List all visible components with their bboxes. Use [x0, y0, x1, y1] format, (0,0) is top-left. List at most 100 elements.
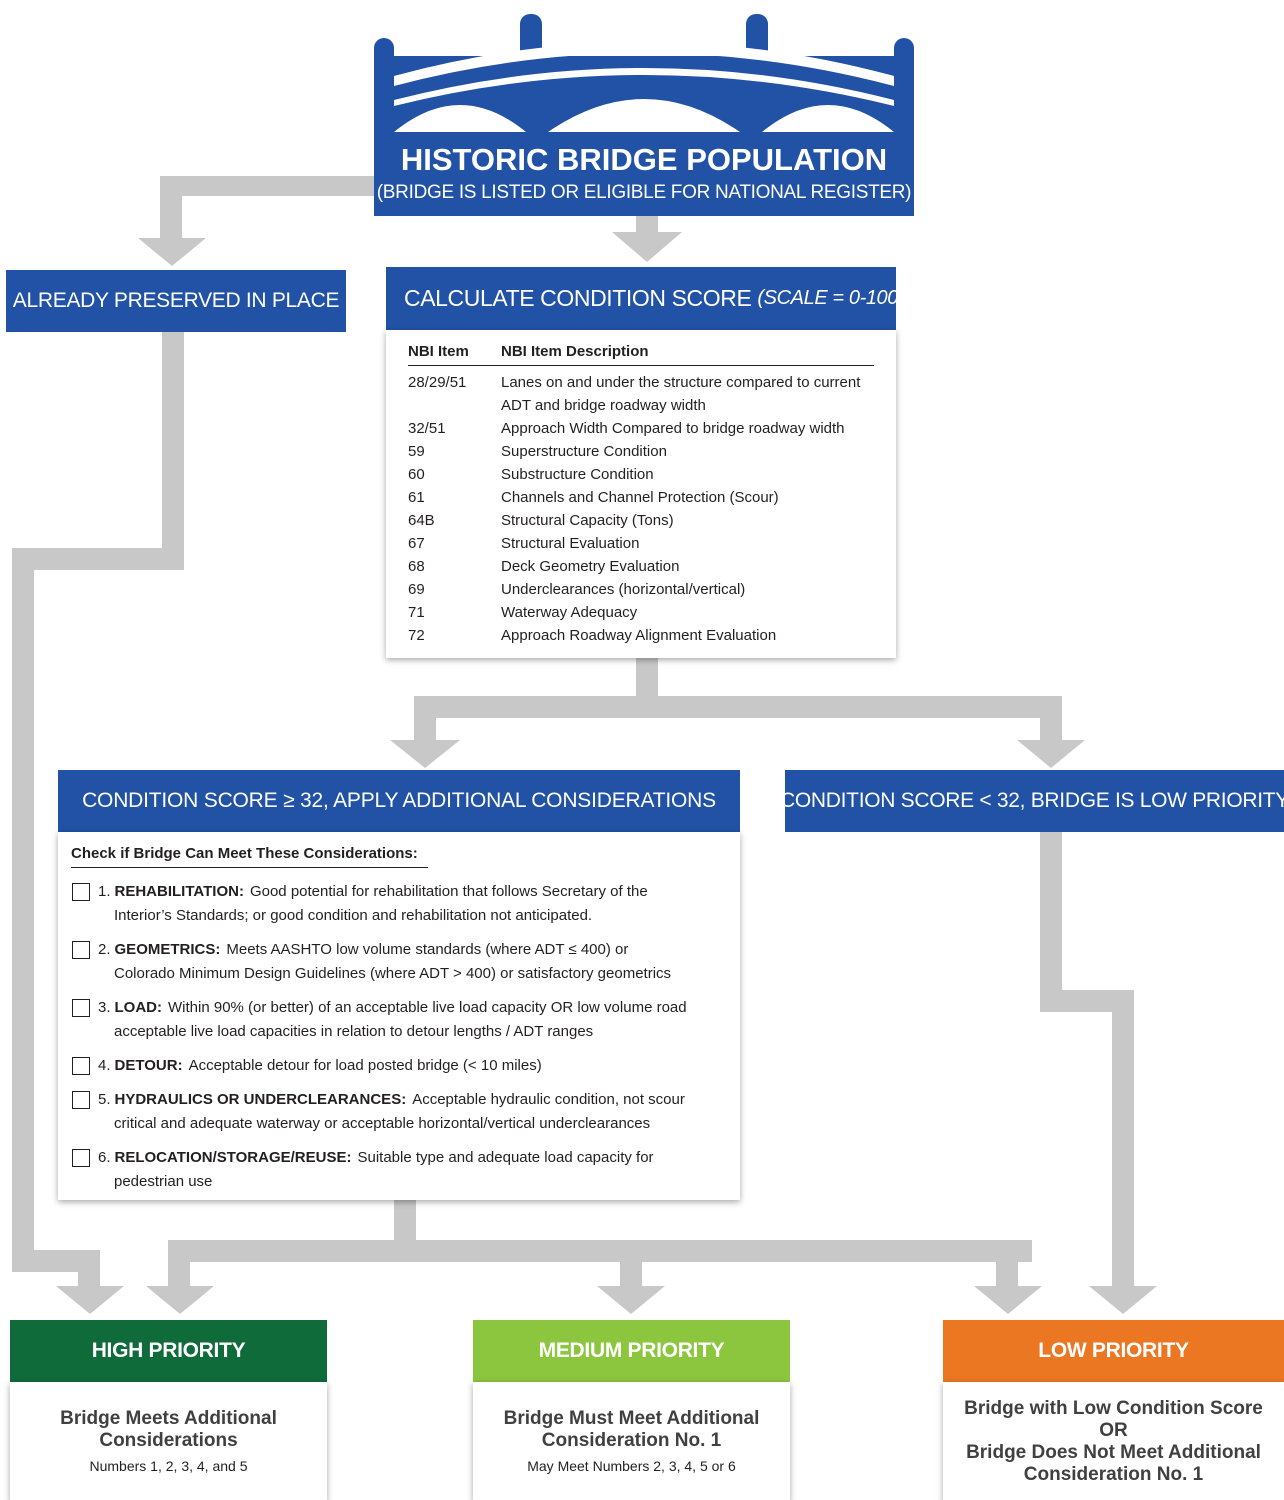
- nbi-item: 69: [408, 581, 425, 598]
- low-priority-main: Bridge Does Not Meet Additional: [966, 1442, 1261, 1463]
- arrow-cshigh-to-medium: [597, 1286, 665, 1314]
- low-priority-header: LOW PRIORITY: [943, 1320, 1284, 1382]
- consideration-number: 6.: [98, 1149, 111, 1166]
- nbi-desc: Deck Geometry Evaluation: [501, 558, 680, 575]
- nbi-desc: Waterway Adequacy: [501, 604, 638, 621]
- consideration-label: REHABILITATION:: [114, 883, 244, 900]
- consideration-item: 5.HYDRAULICS OR UNDERCLEARANCES:Acceptab…: [72, 1088, 732, 1136]
- consideration-label: HYDRAULICS OR UNDERCLEARANCES:: [114, 1091, 407, 1108]
- high-priority-main: Considerations: [99, 1430, 238, 1451]
- calc-score-header: CALCULATE CONDITION SCORE (SCALE = 0-100…: [386, 267, 905, 330]
- high-priority-box: Bridge Meets Additional Considerations N…: [10, 1382, 327, 1500]
- low-priority-main: Bridge with Low Condition Score: [964, 1398, 1263, 1419]
- cs-high-header: CONDITION SCORE ≥ 32, APPLY ADDITIONAL C…: [58, 770, 740, 832]
- consideration-label: LOAD:: [114, 999, 163, 1016]
- nbi-item: 59: [408, 443, 425, 460]
- nbi-desc: Approach Width Compared to bridge roadwa…: [501, 420, 845, 437]
- nbi-desc: Lanes on and under the structure compare…: [501, 374, 861, 391]
- consideration-item: 3.LOAD: Within 90% (or better) of an acce…: [72, 996, 732, 1044]
- medium-priority-header: MEDIUM PRIORITY: [473, 1320, 790, 1382]
- table-row: 72 Approach Roadway Alignment Evaluation: [408, 624, 888, 647]
- medium-priority-box: Bridge Must Meet Additional Consideratio…: [473, 1382, 790, 1500]
- medium-priority-main: Bridge Must Meet Additional: [503, 1408, 760, 1429]
- consideration-checkbox[interactable]: [72, 1091, 90, 1109]
- consideration-text-cont: critical and adequate waterway or accept…: [114, 1115, 651, 1132]
- consideration-item: 1.REHABILITATION: Good potential for reha…: [72, 880, 732, 928]
- consideration-text: Within 90% (or better) of an acceptable …: [168, 999, 687, 1016]
- consideration-text: Meets AASHTO low volume standards (where…: [226, 941, 629, 958]
- arrow-to-cs-low: [1017, 740, 1085, 768]
- medium-priority-main: Consideration No. 1: [541, 1430, 722, 1451]
- medium-priority-sub: May Meet Numbers 2, 3, 4, 5 or 6: [527, 1458, 736, 1474]
- consideration-item: 4.DETOUR:Acceptable detour for load post…: [72, 1054, 732, 1078]
- consideration-checkbox[interactable]: [72, 1149, 90, 1167]
- already-preserved-box: ALREADY PRESERVED IN PLACE: [6, 270, 346, 332]
- calc-score-scale: (SCALE = 0-100): [757, 287, 905, 309]
- nbi-item: 71: [408, 604, 425, 621]
- nbi-desc: Channels and Channel Protection (Scour): [501, 489, 779, 506]
- nbi-header-rule: [408, 365, 874, 366]
- consideration-item: 2.GEOMETRICS: Meets AASHTO low volume sta…: [72, 938, 732, 986]
- consideration-number: 1.: [98, 883, 111, 900]
- cs-low-title: CONDITION SCORE < 32, BRIDGE IS LOW PRIO…: [780, 789, 1284, 812]
- table-row: 61 Channels and Channel Protection (Scour…: [408, 486, 888, 509]
- arrow-cshigh-to-high: [146, 1286, 214, 1314]
- nbi-col-desc-header: NBI Item Description: [501, 343, 649, 360]
- arrow-preserved-to-high: [56, 1286, 124, 1314]
- already-preserved-label: ALREADY PRESERVED IN PLACE: [12, 289, 340, 312]
- nbi-table-box: [386, 330, 896, 658]
- hero-subtitle: (BRIDGE IS LISTED OR ELIGIBLE FOR NATION…: [376, 182, 912, 203]
- consideration-text: Good potential for rehabilitation that f…: [249, 883, 648, 900]
- arrow-to-calc: [612, 232, 682, 262]
- considerations-rule: [71, 867, 428, 868]
- nbi-item: 28/29/51: [408, 374, 467, 391]
- consideration-checkbox[interactable]: [72, 941, 90, 959]
- consideration-number: 2.: [98, 941, 111, 958]
- consideration-number: 5.: [98, 1091, 111, 1108]
- low-priority-main: Consideration No. 1: [1023, 1464, 1204, 1485]
- arrow-to-preserved: [138, 238, 206, 266]
- high-priority-title: HIGH PRIORITY: [91, 1339, 246, 1362]
- low-priority-title: LOW PRIORITY: [1038, 1339, 1189, 1362]
- nbi-item: 60: [408, 466, 425, 483]
- consideration-label: DETOUR:: [114, 1057, 183, 1074]
- consideration-text-cont: acceptable live load capacities in relat…: [114, 1023, 594, 1040]
- consideration-label: RELOCATION/STORAGE/REUSE:: [114, 1149, 352, 1166]
- consideration-checkbox[interactable]: [72, 1057, 90, 1075]
- consideration-item: 6.RELOCATION/STORAGE/REUSE:Suitable type…: [72, 1146, 732, 1194]
- nbi-item: [408, 394, 501, 417]
- consideration-label: GEOMETRICS:: [114, 941, 221, 958]
- low-priority-or: OR: [1099, 1420, 1128, 1441]
- nbi-desc: Approach Roadway Alignment Evaluation: [501, 627, 777, 644]
- nbi-desc: Structural Capacity (Tons): [501, 512, 674, 529]
- nbi-desc: Structural Evaluation: [501, 535, 640, 552]
- nbi-desc: Superstructure Condition: [501, 443, 667, 460]
- nbi-item: 61: [408, 489, 425, 506]
- table-row: 71 Waterway Adequacy: [408, 601, 888, 624]
- cs-low-header: CONDITION SCORE < 32, BRIDGE IS LOW PRIO…: [780, 770, 1284, 832]
- consideration-checkbox[interactable]: [72, 883, 90, 901]
- nbi-table-rows: 28/29/51 Lanes on and under the structure…: [408, 371, 888, 647]
- consideration-checkbox[interactable]: [72, 999, 90, 1017]
- nbi-item: 64B: [408, 512, 435, 529]
- considerations-title: Check if Bridge Can Meet These Considera…: [71, 845, 418, 862]
- nbi-item: 72: [408, 627, 425, 644]
- nbi-desc: Substructure Condition: [501, 466, 654, 483]
- table-row: ADT and bridge roadway width: [408, 394, 888, 417]
- calc-score-title: CALCULATE CONDITION SCORE: [404, 285, 752, 311]
- cs-high-title: CONDITION SCORE ≥ 32, APPLY ADDITIONAL C…: [82, 789, 716, 812]
- high-priority-header: HIGH PRIORITY: [10, 1320, 327, 1382]
- high-priority-sub: Numbers 1, 2, 3, 4, and 5: [89, 1458, 248, 1474]
- consideration-text-cont: Colorado Minimum Design Guidelines (wher…: [114, 965, 672, 982]
- nbi-desc: Underclearances (horizontal/vertical): [501, 581, 746, 598]
- consideration-number: 4.: [98, 1057, 111, 1074]
- hero-title: HISTORIC BRIDGE POPULATION: [400, 142, 888, 177]
- consideration-number: 3.: [98, 999, 111, 1016]
- consideration-text-cont: pedestrian use: [114, 1173, 213, 1190]
- nbi-col-item-header: NBI Item: [408, 343, 469, 360]
- table-row: 59 Superstructure Condition: [408, 440, 888, 463]
